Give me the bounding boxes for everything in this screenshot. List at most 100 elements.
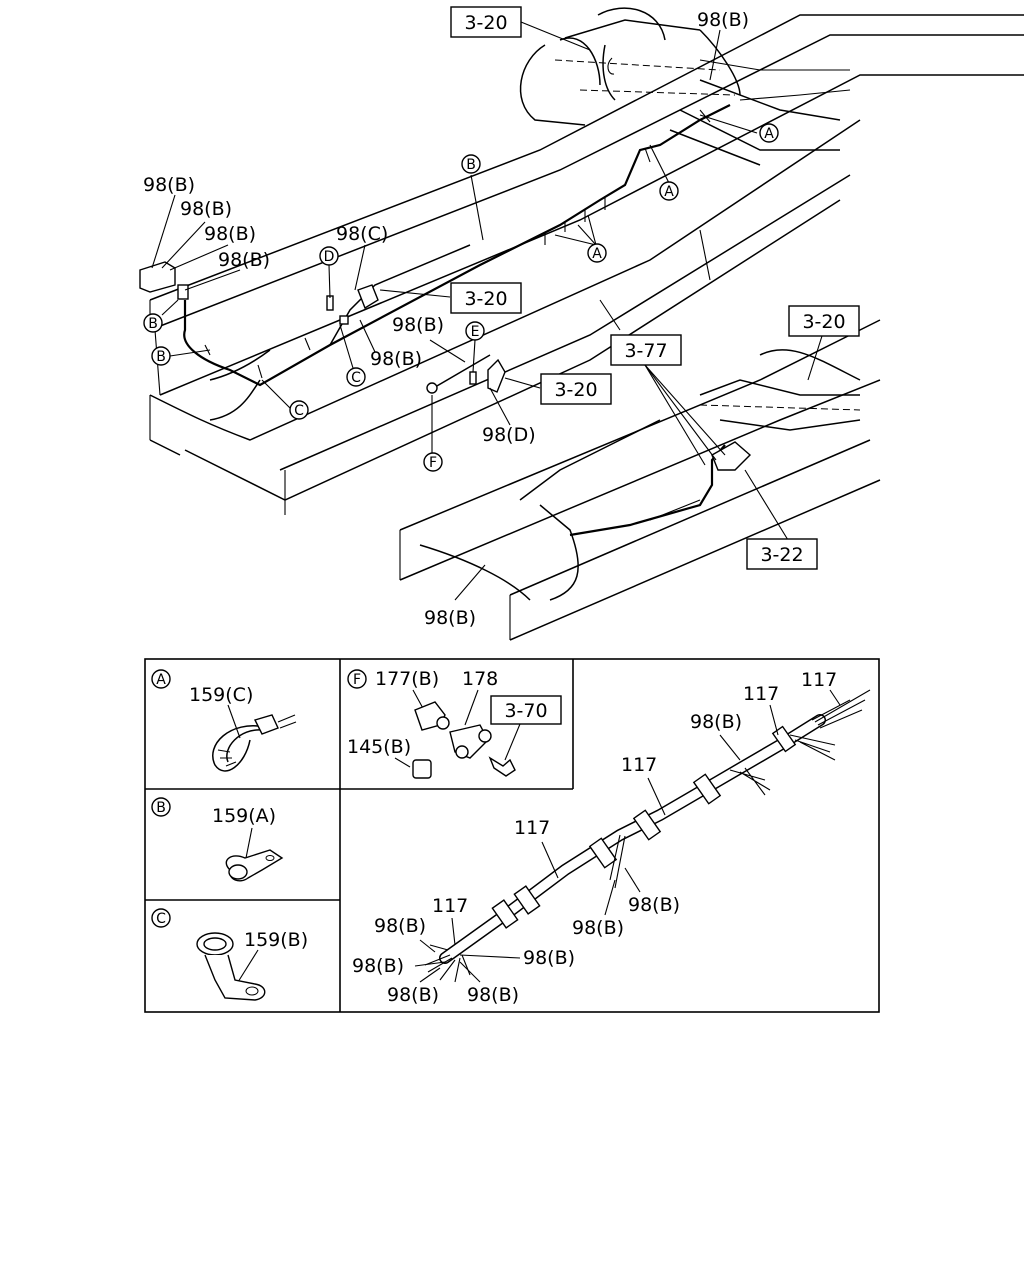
harness-117-3: 117 [621,754,657,776]
ref-3-20-mid: 3-20 [464,288,507,310]
label-98b-left-1: 98(B) [143,174,195,196]
label-98b-mid-b: 98(B) [370,348,422,370]
ref-box-3-77: 3-77 [610,334,682,366]
harness-sleeve-3 [588,837,618,869]
svg-text:B: B [156,349,166,365]
harness-sleeve-5 [692,773,722,805]
marker-e: E [465,321,485,341]
detail-c: C 159(B) [151,908,308,1001]
harness-sleeve-6 [771,725,797,753]
marker-b-1: B [461,154,481,174]
label-98b-left-3: 98(B) [204,223,256,245]
detail-f-part-2: 178 [462,668,498,690]
ref-box-3-70: 3-70 [490,695,562,725]
detail-b-part: 159(A) [212,805,276,827]
ref-3-20-right: 3-20 [802,311,845,333]
svg-text:C: C [156,911,166,927]
detail-a: A 159(C) [151,669,297,772]
svg-text:D: D [324,249,335,265]
harness-sleeve-2 [513,885,541,915]
detail-c-part: 159(B) [244,929,308,951]
harness-117-5: 117 [432,895,468,917]
detail-a-part: 159(C) [189,684,253,706]
marker-d: D [319,246,339,266]
label-98d: 98(D) [482,424,536,446]
harness-117-1: 117 [801,669,837,691]
marker-a-3: A [587,243,607,263]
harness-98b-3: 98(B) [572,917,624,939]
label-98b-mid-a: 98(B) [392,314,444,336]
connector-f [426,382,438,394]
marker-a-1: A [759,123,779,143]
chassis-frame-lower [399,319,881,641]
label-98b-left-2: 98(B) [180,198,232,220]
detail-table [144,658,880,1013]
p-clip-icon [225,849,284,882]
ref-3-70: 3-70 [504,700,547,722]
connector-mid [326,284,379,325]
ref-3-20-low: 3-20 [554,379,597,401]
detail-f-marker: F [347,669,367,689]
connector-322 [711,441,752,471]
bolt-icon [488,756,516,777]
svg-text:B: B [466,157,476,173]
svg-text:B: B [148,316,158,332]
cable-tie-icon [212,714,297,772]
svg-text:A: A [764,126,774,142]
svg-text:C: C [294,403,304,419]
chassis-frame-upper [139,7,1024,515]
ref-box-3-22: 3-22 [746,538,818,570]
marker-b-3: B [151,346,171,366]
ref-box-3-20-low: 3-20 [540,373,612,405]
ref-3-22: 3-22 [760,544,803,566]
ref-box-3-20-right: 3-20 [788,305,860,337]
svg-text:A: A [156,672,166,688]
harness-sleeve-4 [632,809,662,841]
detail-b-marker: B [151,797,171,817]
detail-a-marker: A [151,669,171,689]
bracket-clamp-icon [196,932,266,1001]
ref-box-3-20-top: 3-20 [450,6,522,38]
marker-b-2: B [143,313,163,333]
svg-text:E: E [471,324,480,340]
svg-text:F: F [429,455,437,471]
harness-98b-2: 98(B) [628,894,680,916]
svg-text:F: F [353,672,361,688]
harness-98b-1: 98(B) [690,711,742,733]
connector-elbow-icon [414,701,450,731]
detail-f-part-1: 177(B) [375,668,439,690]
harness-117-4: 117 [514,817,550,839]
harness-sleeve-1 [491,899,519,929]
tee-fitting-icon [449,724,492,759]
harness-98b-6: 98(B) [352,955,404,977]
harness-98b-7: 98(B) [387,984,439,1006]
svg-text:B: B [156,800,166,816]
label-98b-bottom: 98(B) [424,607,476,629]
label-98b-top: 98(B) [697,9,749,31]
harness-detail: 117 117 117 117 117 98(B) 98(B) 98(B) 98… [352,669,871,1006]
marker-a-2: A [659,181,679,201]
ref-3-77: 3-77 [624,340,667,362]
label-98c: 98(C) [336,223,388,245]
detail-c-marker: C [151,908,171,928]
plug-icon [412,759,432,779]
detail-b: B 159(A) [151,797,284,882]
label-98b-left-4: 98(B) [218,249,270,271]
ref-3-20-top: 3-20 [464,12,507,34]
harness-98b-5: 98(B) [523,947,575,969]
detail-f-part-3: 145(B) [347,736,411,758]
marker-f: F [423,452,443,472]
harness-98b-8: 98(B) [467,984,519,1006]
svg-text:C: C [351,370,361,386]
connector-e [469,358,506,393]
svg-text:A: A [664,184,674,200]
detail-f: F 177(B) 178 145(B) 3-70 [347,668,562,779]
marker-c-2: C [346,367,366,387]
svg-text:A: A [592,246,602,262]
marker-c-1: C [289,400,309,420]
harness-98b-4: 98(B) [374,915,426,937]
connector-left [139,261,189,300]
fuel-tank-top [519,7,741,126]
harness-117-2: 117 [743,683,779,705]
